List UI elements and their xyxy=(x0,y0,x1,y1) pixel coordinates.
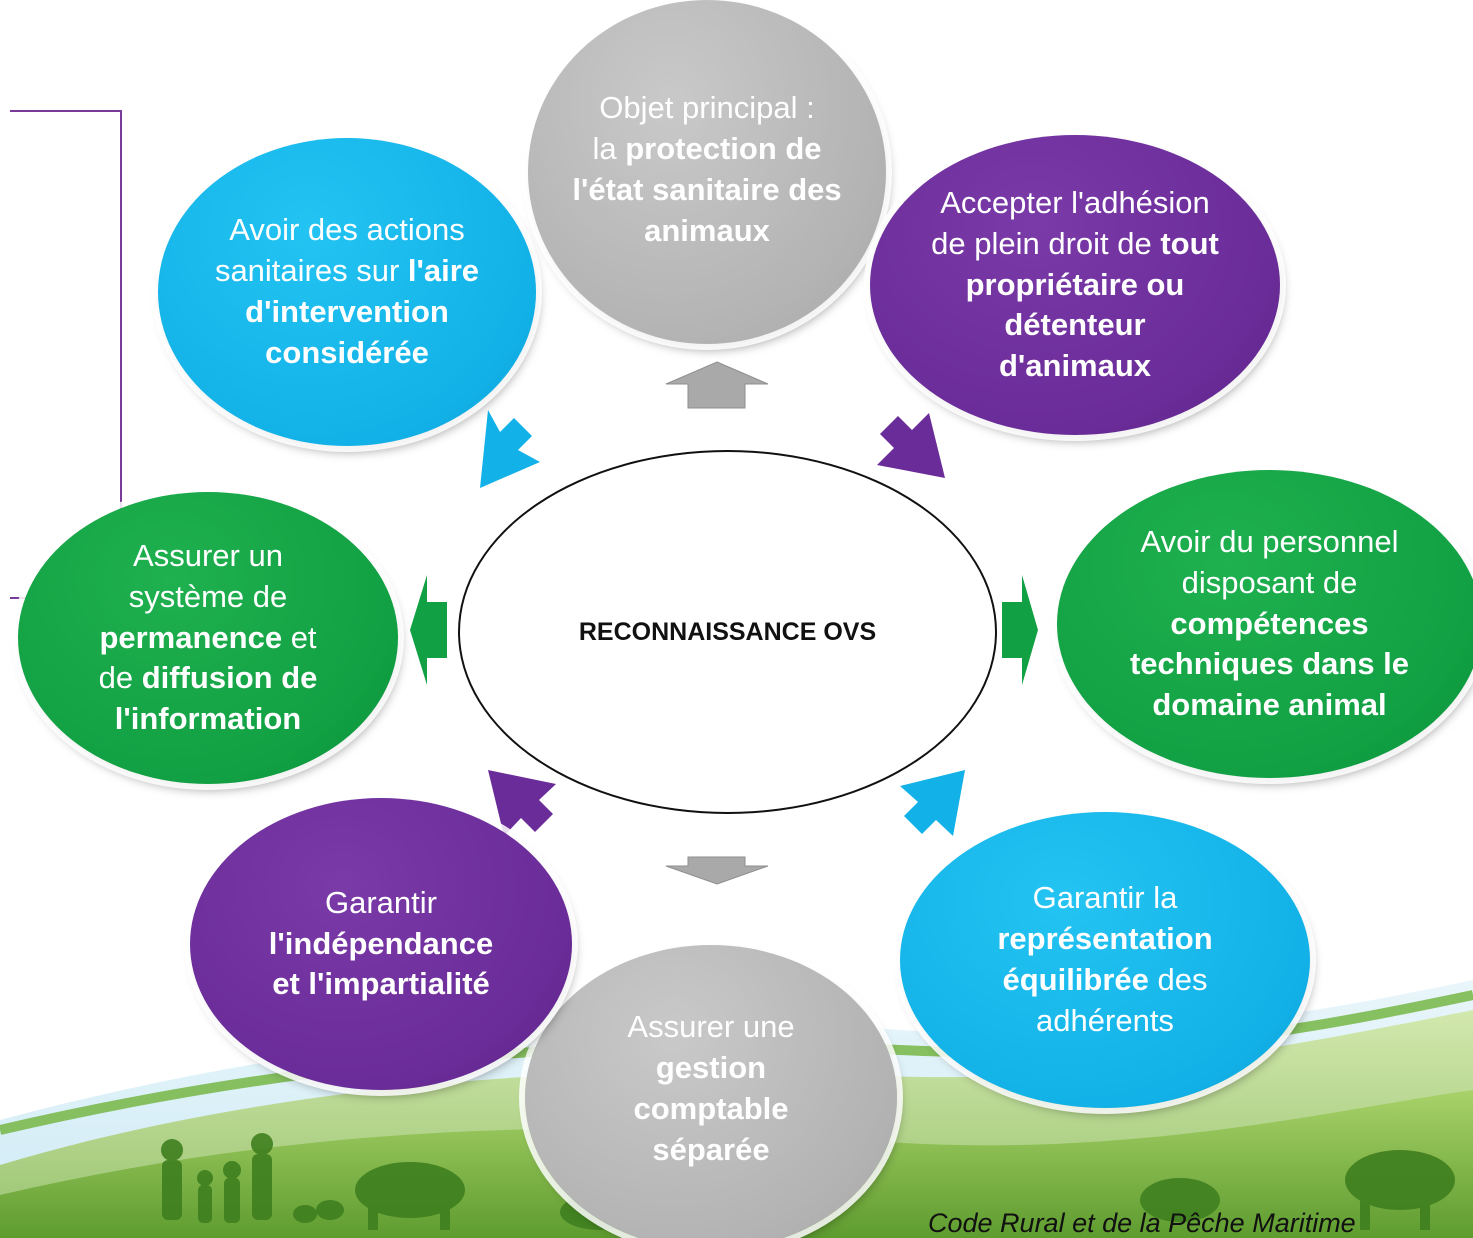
arrow-upper-left xyxy=(480,410,540,488)
node-lower-left-text: Garantir l'indépendance et l'impartialit… xyxy=(252,883,510,1006)
bold-segment: compétences techniques dans le domaine a… xyxy=(1129,605,1410,723)
node-lower-left: Garantir l'indépendance et l'impartialit… xyxy=(190,798,572,1090)
text-segment: Avoir des actions sanitaires sur xyxy=(214,212,465,289)
node-upper-right: Accepter l'adhésion de plein droit de to… xyxy=(870,135,1280,435)
text-segment: Accepter l'adhésion de plein droit de xyxy=(931,184,1210,261)
silhouettes xyxy=(161,1133,1455,1230)
text-segment: Avoir du personnel disposant de xyxy=(1140,523,1399,600)
node-top-text: Objet principal : la protection de l'éta… xyxy=(562,88,852,252)
bold-segment: tout propriétaire ou détenteur d'animaux xyxy=(965,225,1219,384)
text-segment: la xyxy=(592,130,626,166)
node-right-text: Avoir du personnel disposant de compéten… xyxy=(1097,522,1442,727)
text-segment: Assurer un système de xyxy=(128,537,288,614)
bold-segment: l'indépendance et l'impartialité xyxy=(268,925,494,1002)
arrow-left xyxy=(410,575,447,685)
text-segment: des adhérents xyxy=(1036,962,1208,1038)
arrow-down xyxy=(665,856,769,885)
text-segment: Objet principal : xyxy=(599,90,815,125)
node-left: Assurer un système de permanence et de d… xyxy=(18,492,398,784)
node-upper-left: Avoir des actions sanitaires sur l'aire … xyxy=(158,138,536,446)
node-left-text: Assurer un système de permanence et de d… xyxy=(80,536,336,741)
node-top: Objet principal : la protection de l'éta… xyxy=(528,0,886,344)
arrow-upper-right xyxy=(877,413,945,478)
arrow-right xyxy=(1002,575,1038,685)
node-bottom-text: Assurer une gestion comptable séparée xyxy=(595,1007,827,1171)
node-upper-right-text: Accepter l'adhésion de plein droit de to… xyxy=(926,183,1224,388)
bold-segment: représentation équilibrée xyxy=(997,921,1213,997)
text-segment: Garantir xyxy=(325,884,437,920)
citation: Code Rural et de la Pêche Maritime xyxy=(928,1208,1356,1238)
node-lower-right-text: Garantir la représentation équilibrée de… xyxy=(978,878,1232,1042)
bold-segment: l'aire d'intervention considérée xyxy=(245,253,480,370)
center-ellipse: RECONNAISSANCE OVS xyxy=(458,450,997,814)
text-segment: Assurer une xyxy=(627,1009,795,1044)
node-right: Avoir du personnel disposant de compéten… xyxy=(1057,470,1473,778)
bold-segment: protection de l'état sanitaire des anima… xyxy=(572,130,842,248)
bold-segment: diffusion de l'information xyxy=(114,660,318,737)
bold-segment: permanence xyxy=(99,619,283,655)
center-label: RECONNAISSANCE OVS xyxy=(578,617,877,646)
text-segment: et de xyxy=(98,619,317,696)
node-lower-right: Garantir la représentation équilibrée de… xyxy=(900,812,1310,1108)
arrow-lower-left xyxy=(488,770,556,836)
arrows xyxy=(410,361,1038,885)
node-upper-left-text: Avoir des actions sanitaires sur l'aire … xyxy=(214,210,480,374)
text-segment: Garantir la xyxy=(1032,880,1178,916)
node-bottom: Assurer une gestion comptable séparée xyxy=(525,945,897,1238)
arrow-lower-right xyxy=(900,770,965,836)
bold-segment: gestion comptable séparée xyxy=(633,1049,789,1167)
arrow-up xyxy=(665,361,769,409)
